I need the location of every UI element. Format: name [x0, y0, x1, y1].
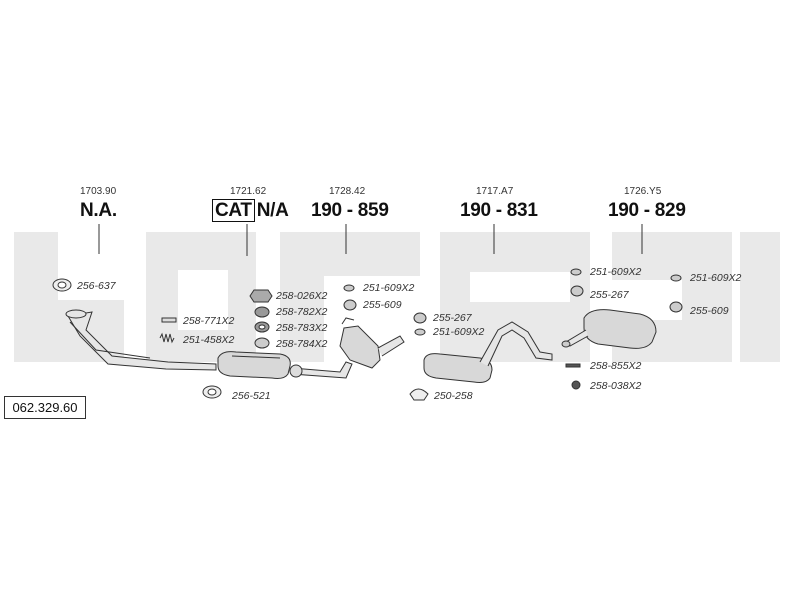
component-label: 251-609X2 — [590, 266, 642, 278]
component-label: 258-771X2 — [183, 315, 235, 327]
assembly-ref: 1703.90 — [80, 186, 117, 197]
assembly-part-number: 190 - 831 — [460, 200, 538, 221]
front-pipe — [65, 309, 217, 371]
assembly-ref: 1728.42 — [329, 186, 366, 197]
component-label: 256-521 — [232, 390, 271, 402]
component-label: 258-038X2 — [590, 380, 642, 392]
rubber-mount-icon — [570, 268, 683, 313]
clamp-icon — [249, 289, 273, 349]
component-label: 255-267 — [433, 312, 472, 324]
component-label: 258-026X2 — [276, 290, 328, 302]
component-label: 258-783X2 — [276, 322, 328, 334]
catalytic-converter — [217, 351, 291, 379]
rubber-mount-icon — [413, 312, 427, 336]
component-label: 251-609X2 — [363, 282, 415, 294]
assembly-part-number: 190 - 859 — [311, 200, 389, 221]
assembly-part-number: 190 - 829 — [608, 200, 686, 221]
bolt-icon — [565, 363, 581, 390]
component-label: 255-609 — [690, 305, 729, 317]
assembly-ref: 1717.A7 — [476, 186, 514, 197]
bolt-icon — [161, 317, 177, 323]
component-label: 255-609 — [363, 299, 402, 311]
component-label: 251-458X2 — [183, 334, 235, 346]
intermediate-pipe — [289, 361, 353, 379]
rear-silencer — [561, 309, 657, 349]
cat-badge: CAT — [212, 199, 255, 222]
assembly-ref: 1726.Y5 — [624, 186, 662, 197]
component-label: 251-609X2 — [433, 326, 485, 338]
component-label: 255-267 — [590, 289, 629, 301]
component-label: 251-609X2 — [690, 272, 742, 284]
assembly-part-number: N.A. — [80, 200, 117, 221]
assembly-ref: 1721.62 — [230, 186, 267, 197]
center-silencer — [339, 317, 405, 369]
clamp-icon — [409, 388, 429, 401]
component-label: 258-784X2 — [276, 338, 328, 350]
rubber-mount-icon — [343, 284, 357, 311]
component-label: 258-855X2 — [590, 360, 642, 372]
component-label: 258-782X2 — [276, 306, 328, 318]
spring-icon — [159, 332, 175, 344]
diagram-code: 062.329.60 — [4, 396, 86, 419]
middle-silencer — [423, 321, 553, 383]
component-label: 250-258 — [434, 390, 473, 402]
component-label: 256-637 — [77, 280, 116, 292]
